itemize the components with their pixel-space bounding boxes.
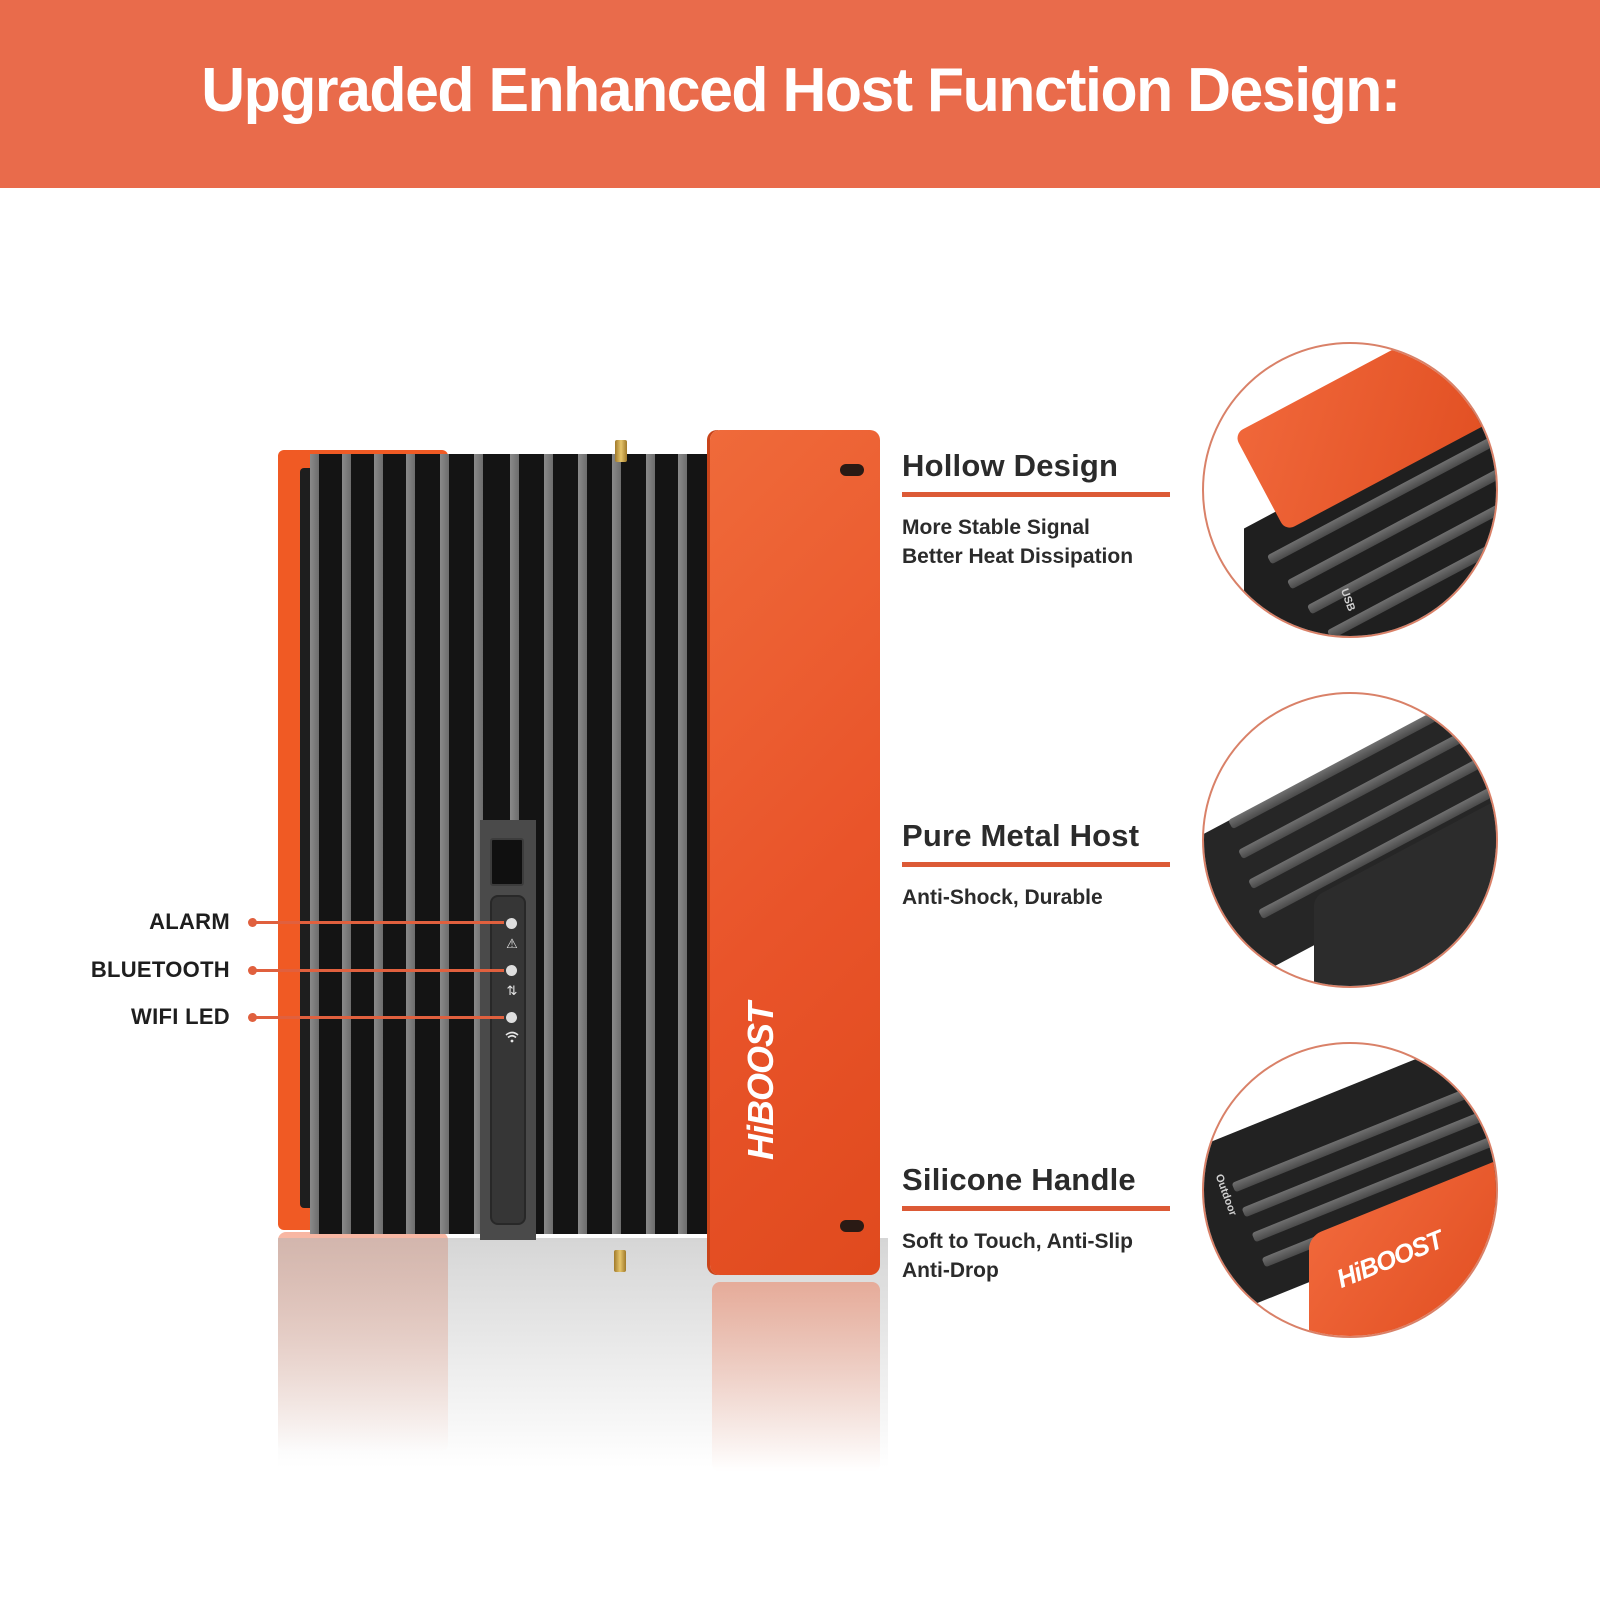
wifi-icon [502, 1031, 522, 1047]
callout-line [252, 921, 504, 924]
feature-title: Hollow Design [902, 448, 1119, 483]
callout-line [252, 1016, 504, 1019]
bluetooth-led [506, 965, 517, 976]
feature-divider [902, 492, 1170, 497]
alarm-led [506, 918, 517, 929]
detail-image-hollow-design: USB [1202, 342, 1498, 638]
feature-hollow-design: Hollow Design More Stable Signal Better … [902, 448, 1182, 571]
feature-pure-metal-host: Pure Metal Host Anti-Shock, Durable [902, 818, 1182, 912]
reflection-right [712, 1282, 880, 1472]
feature-desc-line: Anti-Drop [902, 1259, 999, 1282]
feature-divider [902, 1206, 1170, 1211]
feature-desc-line: Anti-Shock, Durable [902, 886, 1103, 909]
display-window [490, 838, 524, 886]
callout-bluetooth: BLUETOOTH [90, 957, 230, 982]
feature-divider [902, 862, 1170, 867]
device-reflection [278, 1238, 888, 1468]
callout-wifi-led: WIFI LED [131, 1004, 230, 1029]
header-banner: Upgraded Enhanced Host Function Design: [0, 0, 1600, 188]
feature-silicone-handle: Silicone Handle Soft to Touch, Anti-Slip… [902, 1162, 1182, 1285]
callout-alarm: ALARM [149, 909, 230, 934]
feature-title: Pure Metal Host [902, 818, 1140, 853]
feature-desc-line: Soft to Touch, Anti-Slip [902, 1230, 1133, 1253]
mount-slot-top [840, 464, 864, 476]
feature-description: Anti-Shock, Durable [902, 883, 1182, 912]
detail-image-silicone-handle: Outdoor HiBOOST [1202, 1042, 1498, 1338]
feature-title: Silicone Handle [902, 1162, 1136, 1197]
feature-description: More Stable Signal Better Heat Dissipati… [902, 513, 1182, 571]
feature-desc-line: Better Heat Dissipation [902, 545, 1134, 568]
bluetooth-arrows-icon: ⇅ [506, 983, 518, 998]
led-panel [490, 895, 526, 1225]
feature-desc-line: More Stable Signal [902, 516, 1090, 539]
front-handle [710, 430, 880, 1275]
mount-slot-bottom [840, 1220, 864, 1232]
warning-triangle-icon: ⚠ [506, 936, 518, 951]
wifi-led [506, 1012, 517, 1023]
brand-logo: HiBOOST [740, 1002, 781, 1160]
page-title: Upgraded Enhanced Host Function Design: [200, 55, 1401, 125]
feature-description: Soft to Touch, Anti-Slip Anti-Drop [902, 1227, 1182, 1285]
antenna-connector-top [615, 440, 627, 462]
detail-image-pure-metal-host [1202, 692, 1498, 988]
antenna-connector-bottom [614, 1250, 626, 1272]
callout-line [252, 969, 504, 972]
